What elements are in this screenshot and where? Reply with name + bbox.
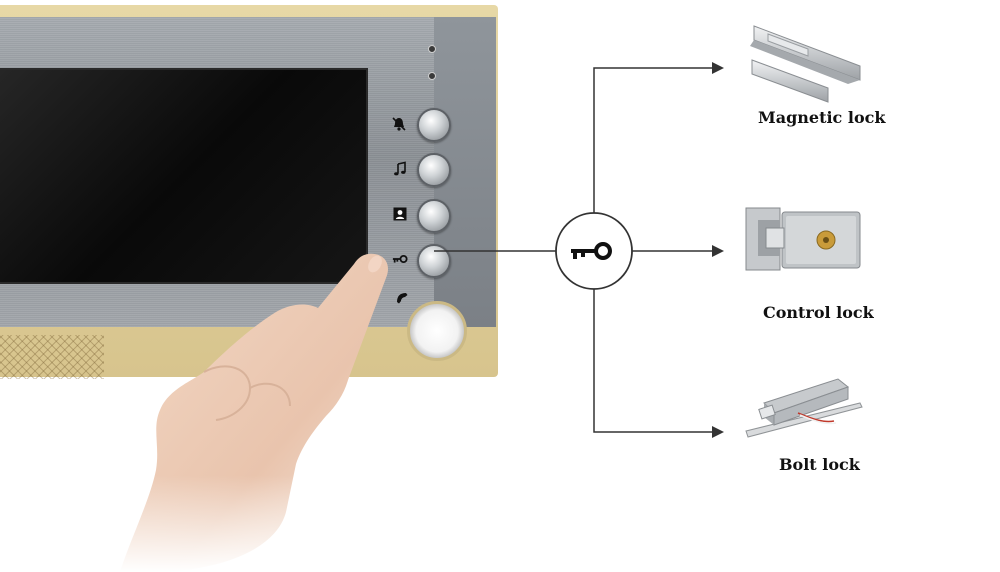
unlock-button[interactable] bbox=[417, 244, 451, 278]
contact-icon bbox=[392, 206, 408, 222]
device-label-control-lock: Control lock bbox=[763, 303, 874, 322]
ringtone-button[interactable] bbox=[417, 153, 451, 187]
talk-button[interactable] bbox=[407, 301, 467, 361]
device-label-magnetic-lock: Magnetic lock bbox=[758, 108, 886, 127]
control-lock-image bbox=[745, 207, 861, 271]
speaker-grille bbox=[0, 335, 104, 379]
contacts-button[interactable] bbox=[417, 199, 451, 233]
bell-mute-icon bbox=[391, 116, 407, 132]
music-note-icon bbox=[392, 161, 408, 177]
arrow-head bbox=[712, 426, 724, 438]
intercom-monitor bbox=[0, 5, 498, 379]
indicator-led bbox=[428, 45, 436, 53]
bolt-lock-image bbox=[745, 378, 863, 438]
key-icon bbox=[571, 242, 612, 260]
indicator-led bbox=[428, 72, 436, 80]
magnetic-lock-image bbox=[750, 25, 861, 103]
connector-line bbox=[593, 289, 714, 433]
device-label-bolt-lock: Bolt lock bbox=[779, 455, 860, 474]
arrow-head bbox=[712, 245, 724, 257]
pressing-hand bbox=[100, 250, 400, 572]
connector-line bbox=[593, 67, 714, 213]
monitor-screen bbox=[0, 68, 368, 284]
arrow-head bbox=[712, 62, 724, 74]
mute-button[interactable] bbox=[417, 108, 451, 142]
